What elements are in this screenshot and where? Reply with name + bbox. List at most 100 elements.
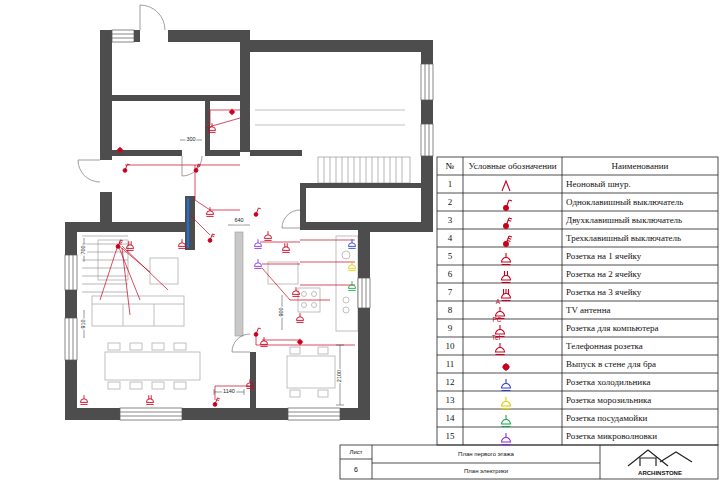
- wall: [250, 150, 302, 156]
- legend-symbol: [496, 312, 505, 317]
- window: [425, 64, 429, 100]
- window: [288, 412, 340, 416]
- electrical-symbol: [282, 252, 289, 253]
- legend-text: Одноклавишный выключатель: [566, 198, 683, 207]
- furniture: [152, 382, 164, 389]
- electrical-symbol: [254, 332, 258, 336]
- electrical-symbol: [287, 243, 288, 247]
- stair-hatch: [318, 157, 410, 183]
- dimension: 910: [81, 318, 87, 329]
- legend-symbol: [502, 390, 511, 391]
- symbol-letter: A: [496, 299, 500, 306]
- electrical-symbol: [300, 313, 301, 317]
- door-swing: [282, 210, 300, 228]
- legend-symbol: [504, 218, 512, 228]
- legend-symbol: [502, 181, 510, 191]
- row-number: 3: [448, 216, 453, 225]
- electrical-symbol: [117, 147, 123, 153]
- electrical-symbol: [146, 399, 153, 403]
- row-number: 9: [448, 324, 453, 333]
- door-swing: [140, 5, 165, 30]
- legend-table-grid: [437, 175, 718, 427]
- window: [112, 34, 134, 38]
- electrical-symbol: [246, 383, 253, 387]
- electrical-symbol: [126, 245, 133, 249]
- row-number: 5: [448, 252, 453, 261]
- electrical-symbol: [117, 147, 123, 153]
- legend-symbol: [506, 200, 509, 208]
- door-swing: [232, 334, 250, 352]
- electrical-symbol: [80, 404, 87, 405]
- window: [65, 318, 77, 360]
- wall: [65, 222, 195, 232]
- riser-line: [187, 198, 189, 248]
- window: [120, 412, 182, 416]
- legend-symbol: [502, 276, 511, 281]
- electrical-symbol: [229, 109, 235, 115]
- dimension: 700: [81, 244, 87, 255]
- door-swing: [78, 160, 100, 182]
- wiring-leader: [190, 110, 240, 235]
- legend-symbol: [502, 271, 511, 283]
- legend-symbol: [499, 307, 500, 312]
- legend-symbol: [504, 218, 512, 228]
- furniture: [318, 390, 328, 397]
- furniture: [152, 343, 164, 350]
- electrical-symbol: [260, 337, 267, 346]
- electrical-symbol: [229, 109, 235, 115]
- electrical-symbol: [146, 395, 153, 404]
- furniture: [174, 343, 186, 350]
- row-number: 13: [446, 396, 455, 405]
- electrical-symbol: [208, 123, 215, 132]
- legend-symbol: [502, 363, 510, 371]
- electrical-symbol: [212, 123, 213, 127]
- legend-symbol: [502, 433, 511, 445]
- wall: [300, 183, 421, 188]
- legend-text: Розетка посудамойки: [566, 414, 647, 423]
- row-number: 10: [446, 342, 455, 351]
- plan-symbols: [80, 109, 355, 407]
- legend-symbol: [502, 289, 511, 301]
- electrical-symbol: [348, 261, 355, 270]
- row-number: 6: [448, 270, 453, 279]
- legend-symbol: [502, 415, 511, 427]
- electrical-symbol: [215, 398, 217, 404]
- electrical-symbol: [348, 243, 355, 247]
- electrical-symbol: [254, 243, 261, 247]
- wiring-leader: [215, 386, 250, 400]
- electrical-symbol: [292, 291, 299, 295]
- electrical-symbol: [250, 379, 251, 383]
- electrical-symbol: [348, 290, 355, 291]
- legend-text: Двухклавишный выключатель: [566, 216, 682, 225]
- furniture: [290, 390, 300, 397]
- electrical-symbol: [254, 263, 261, 267]
- legend-symbol: [496, 354, 505, 355]
- legend-symbol: [502, 397, 511, 409]
- window: [65, 255, 77, 290]
- electrical-symbol: [125, 164, 127, 170]
- electrical-symbol: [208, 234, 215, 242]
- electrical-symbol: [348, 261, 355, 270]
- furniture: [108, 343, 120, 350]
- wall: [358, 222, 370, 420]
- electrical-symbol: [258, 259, 259, 263]
- wiring-leader: [300, 240, 355, 285]
- wall: [65, 30, 433, 420]
- electrical-symbol: [119, 243, 121, 245]
- wall: [240, 30, 250, 152]
- wall: [300, 183, 306, 228]
- furniture: [92, 304, 184, 326]
- legend-symbol: [496, 343, 505, 355]
- electrical-symbol: [260, 337, 267, 346]
- furniture: [255, 110, 405, 125]
- electrical-symbol: [282, 243, 289, 252]
- legend-symbol: [496, 343, 505, 355]
- legend-symbol: [508, 238, 511, 239]
- electrical-symbol: [292, 287, 299, 296]
- dimension: 300: [185, 137, 196, 143]
- electrical-symbol: [116, 240, 123, 248]
- legend-symbols: [496, 181, 513, 445]
- dimension-line: [228, 225, 250, 226]
- table-header: Условные обозначении: [468, 162, 556, 171]
- legend-symbol: [509, 200, 512, 201]
